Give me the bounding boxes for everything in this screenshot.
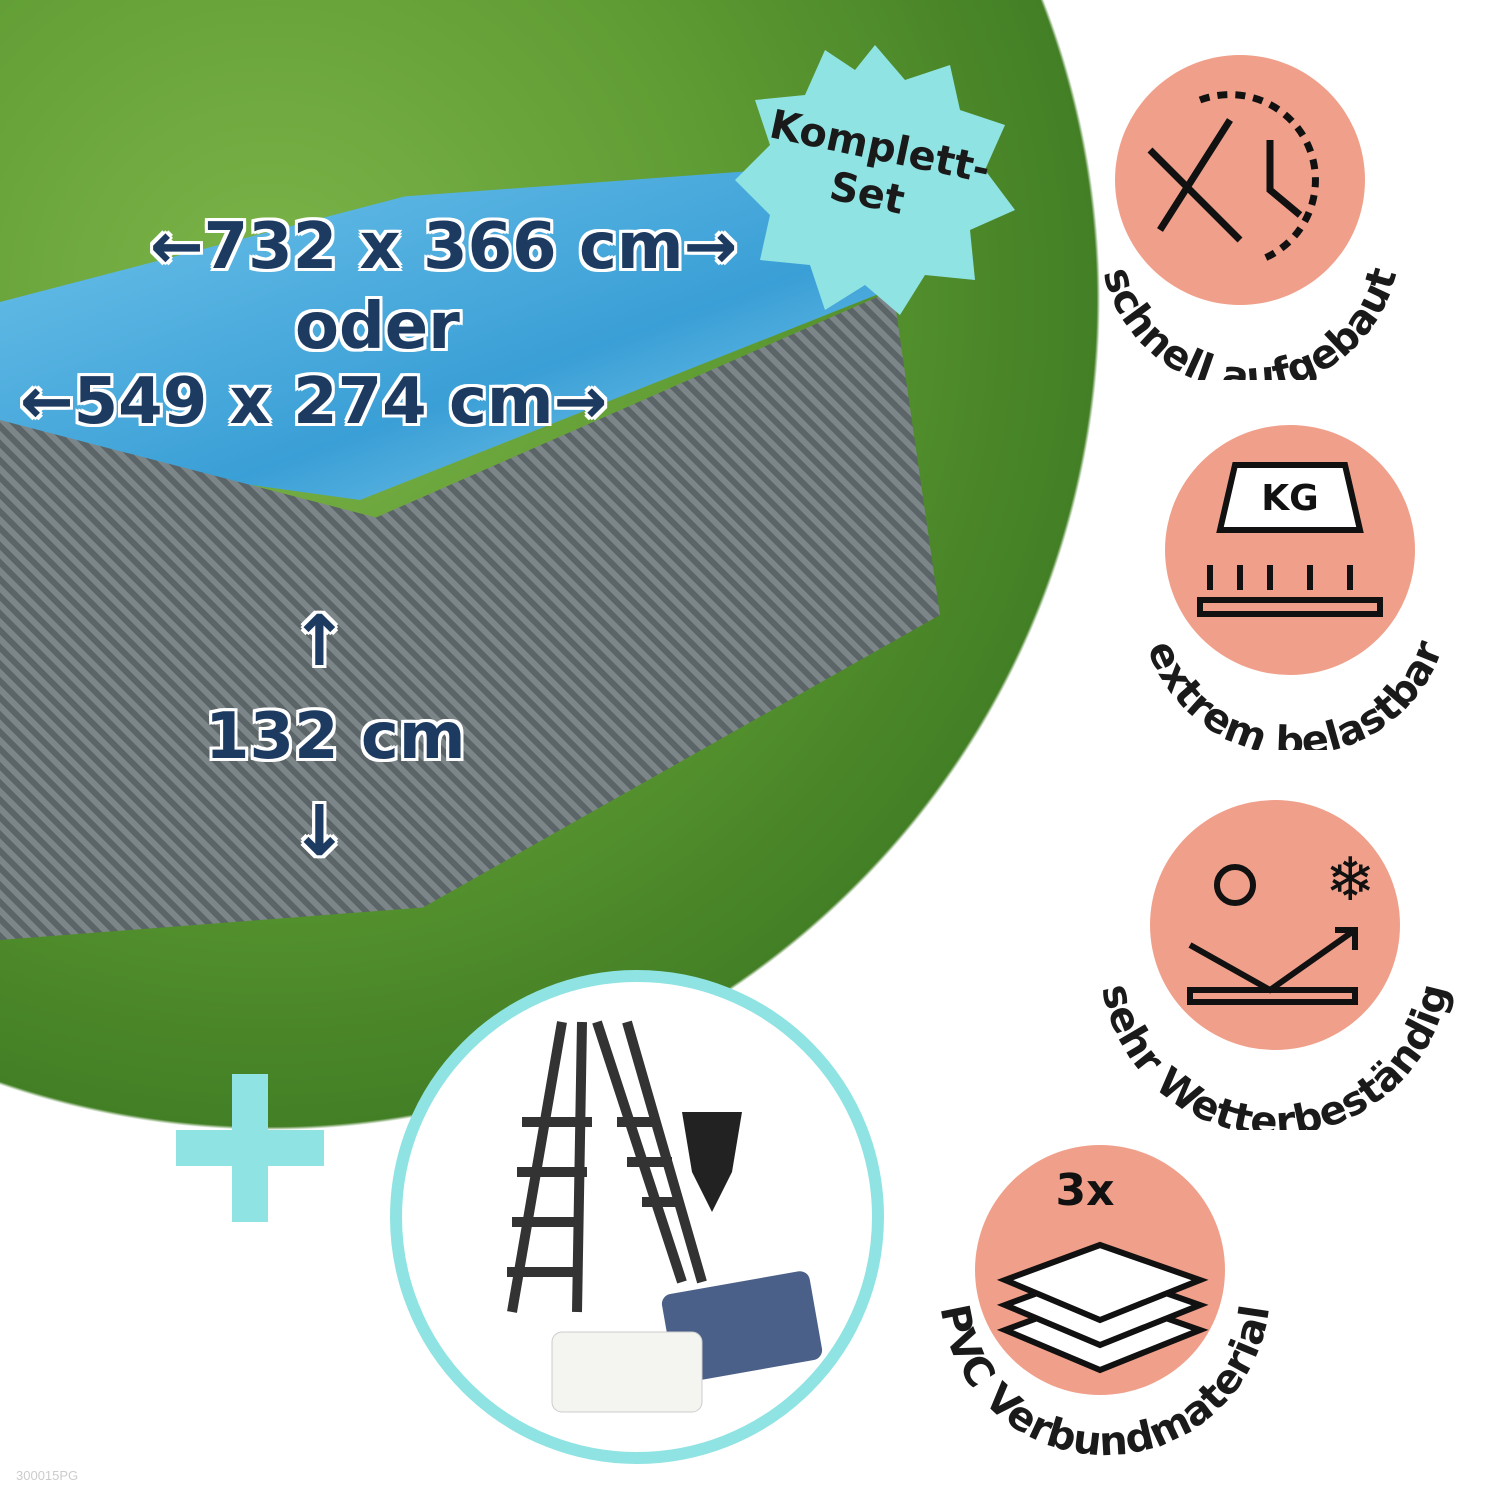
feature-quick-setup: schnell aufgebaut: [1094, 55, 1406, 380]
kg-label: KG: [1261, 478, 1318, 519]
arrow-down-icon: ↓: [290, 790, 349, 872]
product-code: 300015PG: [16, 1468, 79, 1483]
weight-kg-icon: [1197, 462, 1383, 617]
feature-load-capacity: KG extrem belastbar: [1138, 425, 1452, 750]
komplett-set-badge: Komplett- Set: [735, 45, 1015, 315]
svg-text:❄: ❄: [1325, 845, 1375, 915]
arrow-up-icon: ↑: [290, 600, 349, 682]
tools-clock-icon: [1147, 91, 1319, 264]
plus-icon-vertical: [232, 1074, 268, 1222]
feature-weather-resistance: ❄ sehr Wetterbeständig: [1092, 800, 1458, 1130]
3x-label: 3x: [1056, 1165, 1115, 1216]
ladder-icon: [507, 1020, 707, 1313]
dimension-small: ←549 x 274 cm→: [20, 365, 608, 439]
dimension-height: 132 cm: [205, 700, 466, 774]
dimension-or: oder: [295, 290, 460, 364]
skimmer-icon: [682, 1112, 742, 1212]
weather-resistant-icon: ❄: [1187, 845, 1375, 1005]
accessories-circle: [390, 970, 884, 1464]
cover-icon: [551, 1331, 703, 1413]
accessories-image: [507, 1020, 823, 1413]
layers-icon: [996, 1241, 1209, 1374]
feature-pvc-material: 3x PVC Verbundmaterial: [931, 1145, 1279, 1465]
dimension-large: ←732 x 366 cm→: [150, 210, 738, 284]
